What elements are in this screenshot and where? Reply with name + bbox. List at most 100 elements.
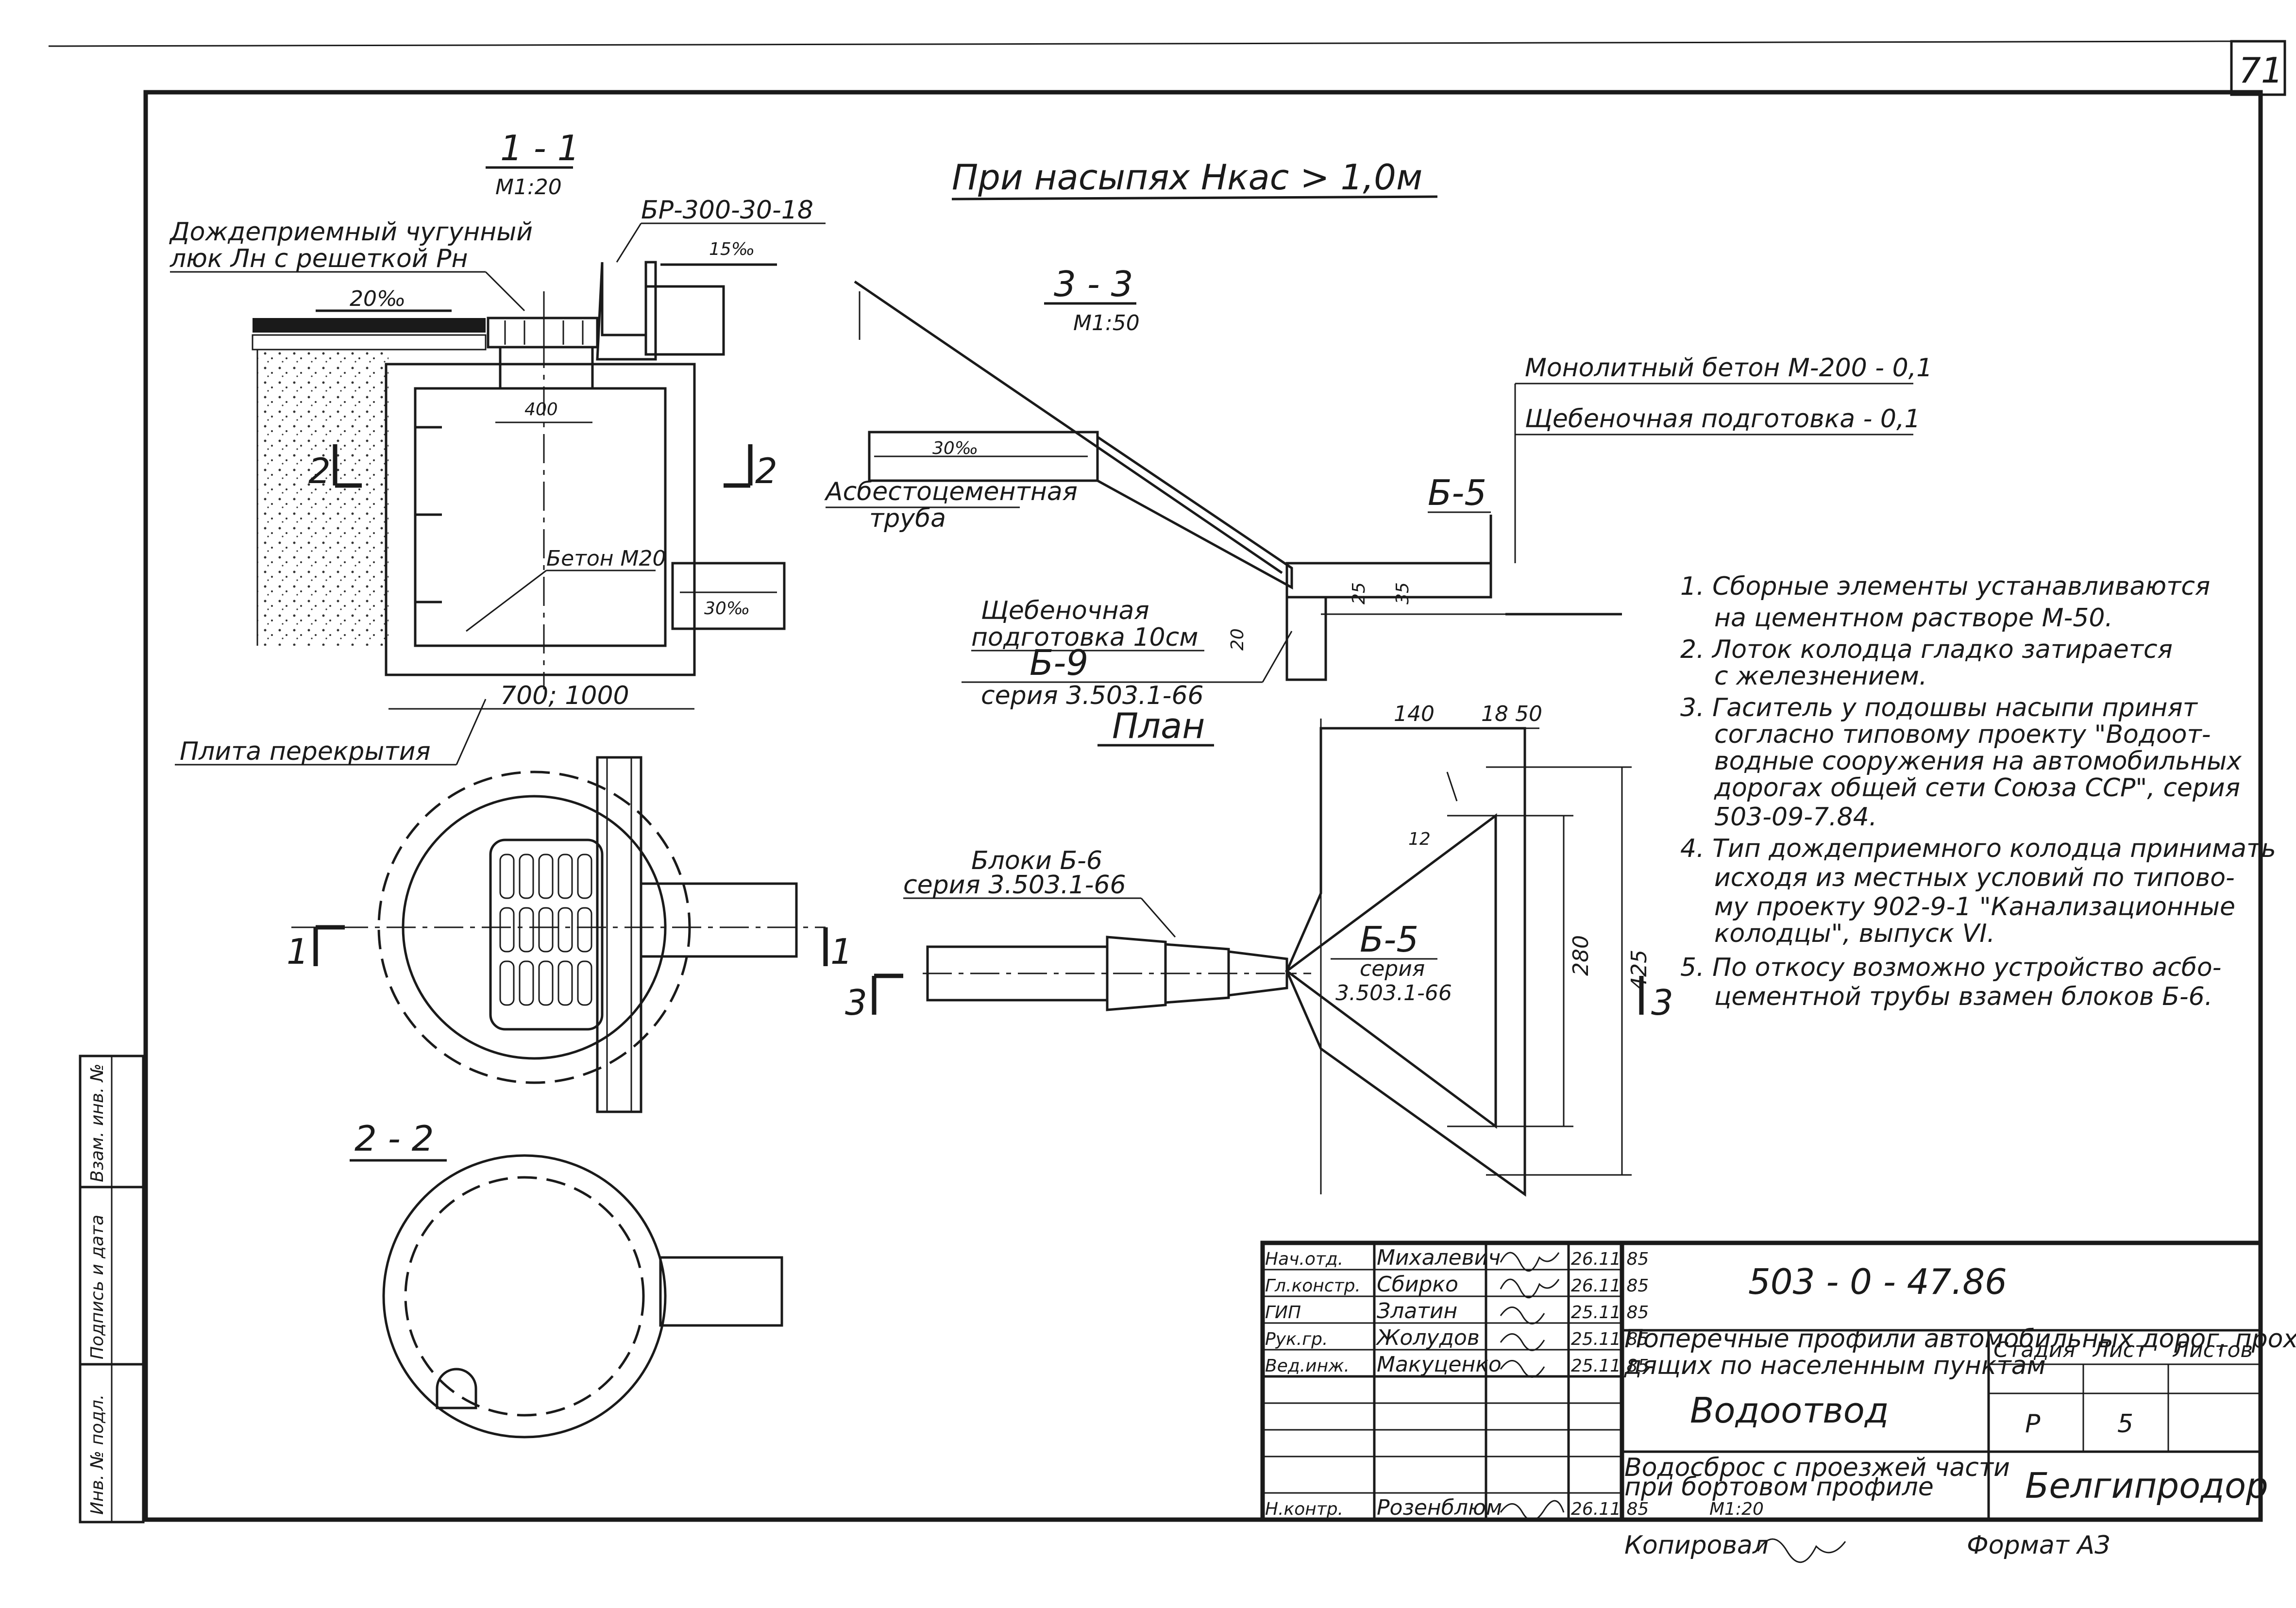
- signer-name: Михалевич: [1377, 1245, 1501, 1270]
- copier-signature: [1757, 1538, 1846, 1563]
- label-hatch-line2: люк Лн с решеткой Рн: [169, 244, 468, 273]
- section-2-2-title: 2 - 2: [355, 1118, 434, 1159]
- org-name: Белгипродор: [2025, 1465, 2268, 1506]
- label-block-b5-33: Б-5: [1428, 472, 1486, 513]
- signer-date: 26.11.85: [1571, 1276, 1649, 1296]
- label-b5-series2: 3.503.1-66: [1335, 981, 1452, 1005]
- note-line: 2. Лоток колодца гладко затирается: [1680, 635, 2173, 664]
- slope-pipe: 30‰: [704, 599, 750, 619]
- signer-role: Гл.констр.: [1265, 1276, 1361, 1296]
- stamp-signature-date: Подпись и дата: [87, 1215, 107, 1359]
- sheet-frame: [143, 90, 2263, 1522]
- sheet-title-line2: при бортовом профиле: [1624, 1473, 1934, 1502]
- signer-name: Макуценко: [1377, 1352, 1502, 1377]
- label-block-series: серия 3.503.1-66: [981, 681, 1204, 710]
- top-edge-line: [48, 40, 2234, 47]
- signer-date: 25.11.85: [1571, 1303, 1649, 1323]
- dim-12: 12: [1408, 829, 1431, 849]
- section-1-1-title: 1 - 1: [500, 128, 579, 168]
- stage-value: Р: [2025, 1409, 2041, 1439]
- sheet-value: 5: [2117, 1409, 2133, 1439]
- dim-35: 35: [1393, 582, 1413, 604]
- col-sheets: Листов: [2172, 1338, 2253, 1362]
- norm-control-role: Н.контр.: [1265, 1499, 1343, 1519]
- slope-curb: 15‰: [709, 239, 755, 259]
- signer-name: Сбирко: [1377, 1272, 1458, 1297]
- note-line: дорогах общей сети Союза ССР", серия: [1714, 773, 2240, 803]
- cut-mark-3-right: 3: [1651, 982, 1673, 1023]
- label-block-b9: Б-9: [1030, 642, 1088, 683]
- col-stage: Стадия: [1993, 1338, 2076, 1362]
- label-slab: Плита перекрытия: [180, 737, 431, 766]
- doc-code: 503 - 0 - 47.86: [1748, 1261, 2007, 1302]
- signer-role: Рук.гр.: [1265, 1329, 1328, 1349]
- label-series-plan: серия 3.503.1-66: [903, 871, 1126, 900]
- signer-name: Златин: [1377, 1299, 1457, 1323]
- note-line: 1. Сборные элементы устанавливаются: [1680, 572, 2210, 601]
- section-2-2: 2 - 2: [350, 1118, 783, 1439]
- label-curb: БР-300-30-18: [641, 196, 813, 225]
- drawing-title: Водоотвод: [1690, 1390, 1889, 1431]
- label-concrete: Бетон М20: [546, 546, 666, 571]
- note-line: исходя из местных условий по типово-: [1714, 863, 2235, 892]
- section-3-3-scale: М1:50: [1073, 311, 1140, 335]
- dim-140: 140: [1394, 702, 1435, 726]
- slope-pipe-33: 30‰: [932, 438, 978, 458]
- label-gravel-line1: Щебеночная: [981, 596, 1149, 625]
- signature: [1500, 1333, 1545, 1351]
- signature: [1500, 1500, 1565, 1521]
- note-line: му проекту 902-9-1 "Канализационные: [1714, 892, 2235, 921]
- cut-mark-1-right: 1: [830, 931, 853, 972]
- col-sheet: Лист: [2092, 1338, 2148, 1362]
- signer-date: 25.11.85: [1571, 1329, 1649, 1349]
- note-line: 4. Тип дождеприемного колодца принимать: [1680, 834, 2276, 863]
- norm-control-date: 26.11.85: [1571, 1499, 1649, 1519]
- label-pipe-line2: труба: [869, 504, 946, 533]
- note-line: согласно типовому проекту "Водоот-: [1714, 720, 2211, 749]
- plan-view: План 140 18 50 12 280 425 Б-5 серия 3.50…: [845, 702, 1673, 1197]
- label-pipe-line1: Асбестоцементная: [824, 477, 1078, 506]
- plan-title: План: [1112, 705, 1205, 746]
- grate-slots: [499, 854, 592, 1006]
- dim-18: 18: [1481, 702, 1508, 726]
- cut-mark-3-left: 3: [845, 982, 867, 1023]
- dim-25: 25: [1349, 582, 1369, 604]
- signer-name: Жолудов: [1375, 1325, 1480, 1350]
- side-stamp: Инв. № подл. Подпись и дата Взам. инв. №: [79, 1055, 145, 1524]
- header-note: При насыпях Нкас > 1,0м: [952, 157, 1422, 198]
- note-line: на цементном растворе М-50.: [1714, 603, 2113, 633]
- title-block: Нач.отд. Михалевич 26.11.85 Гл.констр. С…: [1260, 1240, 2296, 1563]
- signature: [1500, 1360, 1545, 1378]
- signature: [1500, 1278, 1560, 1299]
- label-blocks: Блоки Б-6: [971, 846, 1102, 875]
- project-line1: Поперечные профили автомобильных дорог, …: [1624, 1324, 2296, 1354]
- signer-role: Нач.отд.: [1265, 1249, 1343, 1269]
- well-plan: 1 1: [287, 756, 853, 1113]
- section-1-1: 1 - 1 М1:20 Дождеприемный чугунный люк Л…: [169, 128, 826, 766]
- sheet-title-line3: М1:20: [1709, 1499, 1764, 1519]
- cut-mark-right: 2: [755, 451, 777, 491]
- section-3-3-title: 3 - 3: [1054, 264, 1133, 304]
- label-b5-plan: Б-5: [1360, 919, 1418, 960]
- note-line: 5. По откосу возможно устройство асбо-: [1680, 953, 2221, 982]
- signer-role: Вед.инж.: [1265, 1356, 1350, 1376]
- note-line: колодцы", выпуск VI.: [1714, 919, 1995, 948]
- section-1-1-scale: М1:20: [495, 175, 562, 200]
- header-underline: [951, 195, 1438, 201]
- copied-label: Копировал: [1624, 1531, 1769, 1560]
- sheet-number-box: [2230, 40, 2286, 96]
- label-monolith: Монолитный бетон М-200 - 0,1: [1525, 353, 1932, 383]
- note-line: с железнением.: [1714, 662, 1927, 691]
- signature: [1500, 1306, 1545, 1324]
- cut-mark-left: 2: [308, 451, 331, 491]
- format-label: Формат А3: [1967, 1531, 2110, 1560]
- dim-50: 50: [1515, 702, 1542, 726]
- note-line: цементной трубы взамен блоков Б-6.: [1714, 982, 2212, 1011]
- project-line2: дящих по населенным пунктам: [1624, 1351, 2046, 1380]
- sheet-number: 71: [2239, 50, 2283, 91]
- signer-date: 25.11.85: [1571, 1356, 1649, 1376]
- sheet-title-line1: Водосброс с проезжей части: [1624, 1453, 2010, 1482]
- dim-280: 280: [1569, 935, 1593, 976]
- label-b5-series1: серия: [1360, 956, 1425, 981]
